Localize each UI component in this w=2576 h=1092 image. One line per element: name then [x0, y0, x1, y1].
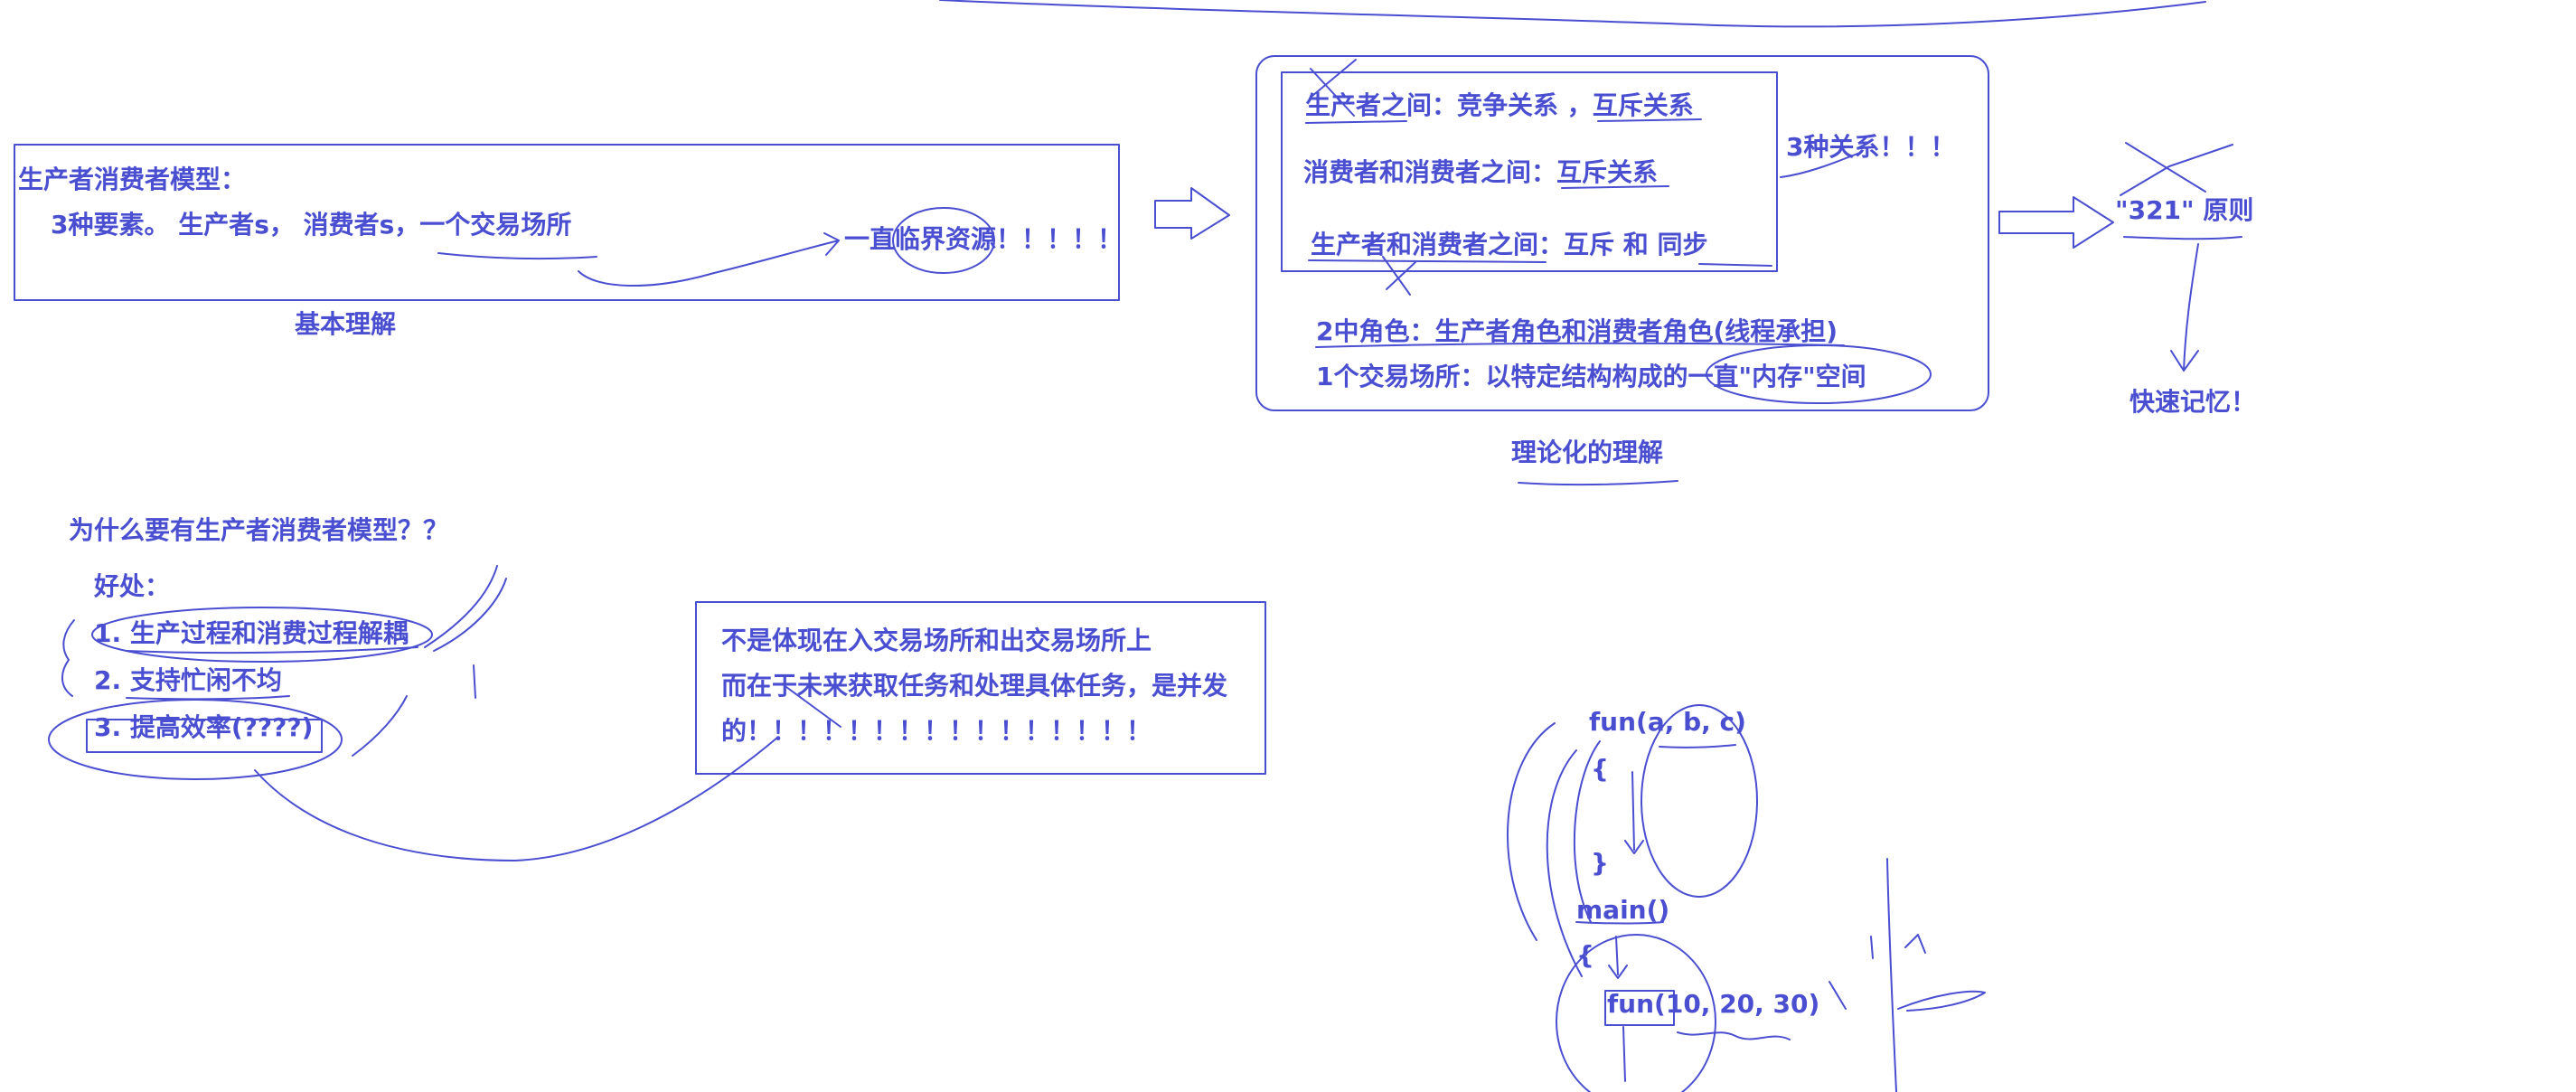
return-curve-1	[1507, 722, 1556, 941]
critical-circle	[892, 207, 995, 274]
arrow-to-memo	[2183, 243, 2199, 372]
underline-rel3	[1308, 259, 1772, 267]
note-line-2: 而在于未来获取任务和处理具体任务，是并发	[721, 671, 1228, 701]
flow-arrow-2	[1615, 936, 1619, 975]
arrow-to-memo-head	[2170, 350, 2199, 372]
tick-mark	[473, 664, 476, 699]
vertical-line	[1886, 858, 1897, 1092]
bracket-to-three	[1780, 151, 1863, 178]
connector-to-critical	[578, 240, 840, 287]
return-curve-2	[1546, 749, 1583, 977]
flow-arrow-1	[1631, 771, 1635, 851]
note-line-3: 的！！！！！！！！！！！！！！！！	[721, 716, 1152, 746]
basic-caption: 基本理解	[295, 309, 397, 339]
flow-arrow-1-head	[1624, 840, 1644, 854]
connector-arrowhead	[823, 232, 840, 256]
note-strike	[785, 686, 841, 728]
tick-mark-2	[1870, 936, 1874, 959]
fun-brace-open: {	[1591, 754, 1609, 784]
connector-to-note	[254, 737, 778, 861]
main-signature: main()	[1576, 895, 1670, 925]
benefit-3: 3. 提高效率(????)	[94, 712, 314, 742]
flow-arrow-2-head	[1608, 965, 1628, 979]
fun-brace-close: }	[1591, 848, 1609, 878]
underline-b2	[126, 695, 290, 701]
benefit1-circle	[91, 607, 433, 663]
cross-mark-3	[2120, 142, 2233, 196]
note-box	[695, 601, 1266, 775]
flow-arrow-3	[1622, 1026, 1626, 1082]
three-relations-text: 3种关系！！！	[1786, 132, 1956, 162]
relation-producer-consumer: 生产者和消费者之间：互斥 和 同步	[1311, 230, 1708, 259]
principle-321: "321" 原则	[2115, 195, 2254, 225]
underline-321	[2123, 236, 2242, 240]
theory-outer-box	[1255, 55, 1989, 411]
relation-producers: 生产者之间：竞争关系 ，互斥关系	[1305, 90, 1694, 120]
benefit-1: 1. 生产过程和消费过程解耦	[94, 618, 409, 648]
cross-mark-2	[1382, 256, 1416, 296]
benefit3-circle	[48, 699, 343, 780]
side-arrow	[1897, 990, 1986, 1012]
small-flag	[1904, 934, 1926, 954]
two-roles-text: 2中角色：生产者角色和消费者角色(线程承担)	[1316, 316, 1838, 346]
underline-rel1	[1305, 118, 1702, 124]
one-place-text: 1个交易场所：以特定结构构成的一直"内存"空间	[1316, 362, 1866, 391]
basic-box	[14, 144, 1120, 301]
top-scribble	[939, 0, 2206, 28]
main-circle	[1556, 934, 1716, 1092]
b3-box	[86, 719, 323, 753]
underline-main	[1575, 921, 1664, 925]
critical-resource-text: 一直临界资源！！！！！	[844, 224, 1123, 254]
slash-mark	[1829, 981, 1847, 1010]
benefits-label: 好处：	[94, 571, 171, 601]
quick-memory-text: 快速记忆！	[2129, 387, 2257, 417]
relation-consumers: 消费者和消费者之间：互斥关系	[1303, 157, 1659, 187]
hollow-arrow-2	[1998, 196, 2114, 249]
fun-body-circle	[1641, 704, 1758, 898]
fun-call: fun(10, 20, 30)	[1607, 989, 1820, 1019]
cross-mark-1	[1310, 59, 1357, 117]
call-squiggle	[1677, 1031, 1791, 1040]
flourish-1	[424, 565, 498, 648]
elements-text: 3种要素。 生产者s， 消费者s，一个交易场所	[51, 210, 572, 240]
underline-theory-caption	[1518, 480, 1678, 486]
benefit-2: 2. 支持忙闲不均	[94, 665, 282, 695]
return-curve-3	[1573, 740, 1601, 923]
theory-caption: 理论化的理解	[1511, 438, 1664, 467]
flourish-2	[433, 578, 507, 652]
underline-rel2	[1561, 185, 1669, 189]
fun-signature: fun(a, b, c)	[1589, 707, 1746, 737]
model-title: 生产者消费者模型：	[18, 165, 247, 194]
flourish-3	[352, 695, 408, 757]
main-brace-open: {	[1576, 940, 1594, 970]
place-circle	[1706, 344, 1932, 404]
hollow-arrow-1	[1154, 187, 1230, 240]
underline-b1	[126, 646, 418, 654]
underline-elements	[437, 252, 597, 260]
underline-roles	[1315, 342, 1845, 348]
relations-box	[1281, 71, 1778, 272]
note-line-1: 不是体现在入交易场所和出交易场所上	[721, 626, 1152, 655]
call-box	[1604, 990, 1675, 1026]
why-question: 为什么要有生产者消费者模型？？	[69, 515, 449, 545]
bracket-benefits	[61, 619, 75, 697]
underline-fun	[1659, 744, 1736, 748]
